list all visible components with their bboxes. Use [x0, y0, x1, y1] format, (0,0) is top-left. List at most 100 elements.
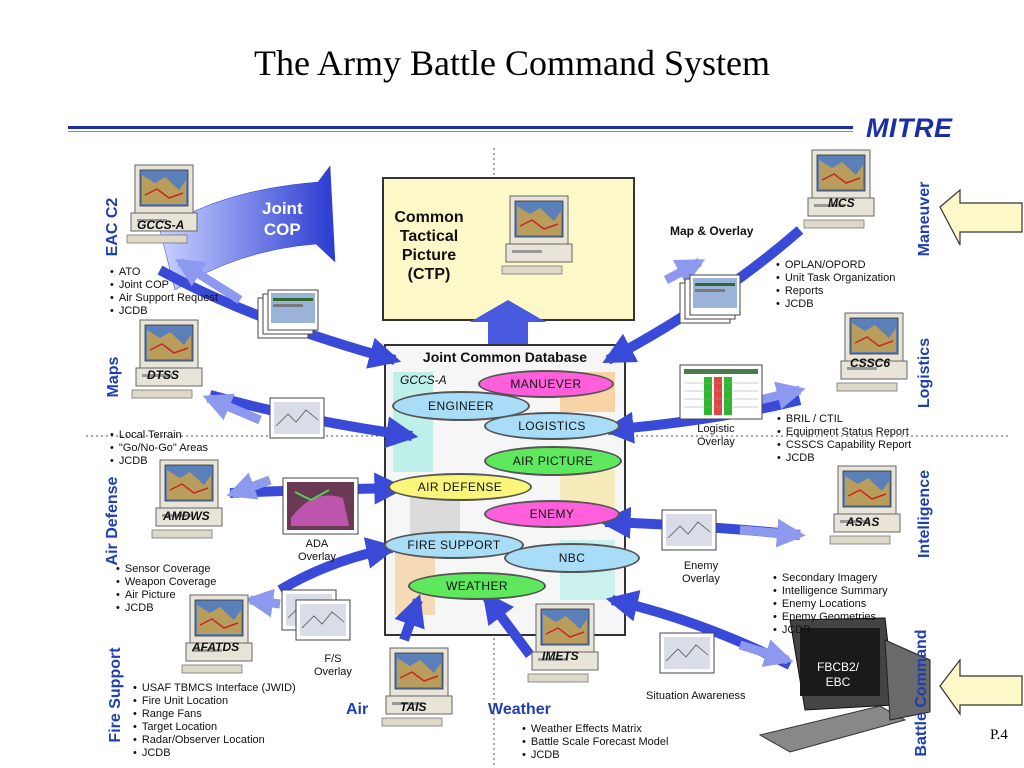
battle-command-label: Battle Command	[913, 629, 930, 757]
fire-support-label: Fire Support	[107, 647, 124, 743]
mitre-logo: MITRE	[866, 113, 953, 143]
list-item: OPLAN/OPORD	[776, 259, 895, 272]
list-item: "Go/No-Go" Areas	[110, 442, 208, 455]
list-item: CSSCS Capability Report	[777, 439, 911, 452]
list-item: JCDB	[133, 747, 296, 760]
tais-computer	[381, 647, 453, 727]
list-item: Range Fans	[133, 708, 296, 721]
list-item: Enemy Geometries	[773, 611, 888, 624]
jcdb-gccs-a-label: GCCS-A	[400, 373, 447, 387]
imets-computer	[527, 603, 599, 683]
fbcb2-laptop	[758, 617, 931, 753]
list-item: JCDB	[110, 455, 208, 468]
list-item: USAF TBMCS Interface (JWID)	[133, 682, 296, 695]
arrow-fs-jcdb	[277, 537, 399, 595]
eac-c2-label: EAC C2	[104, 197, 121, 257]
list-item: Enemy Locations	[773, 598, 888, 611]
list-item: Battle Scale Forecast Model	[522, 736, 669, 749]
list-item: Equipment Status Report	[777, 426, 911, 439]
joint-cop-line-2: COP	[263, 220, 301, 239]
maps-label: Maps	[105, 356, 122, 398]
list-item: Weather Effects Matrix	[522, 723, 668, 736]
ctp-line-2: Tactical	[399, 228, 459, 245]
mcs-name: MCS	[828, 196, 855, 210]
ctp-line-3: Picture	[401, 247, 457, 264]
situation-awareness-label: Situation Awareness	[646, 690, 746, 702]
ada-overlay-label: ADA Overlay	[298, 538, 336, 563]
ctp-label: Common Tactical Picture (CTP)	[388, 208, 470, 284]
dtss-computer	[131, 319, 203, 399]
logistics-list: BRIL / CTIL Equipment Status Report CSSC…	[777, 413, 911, 465]
list-item: JCDB	[773, 624, 888, 637]
weather-label: Weather	[488, 701, 551, 718]
header-rule	[68, 126, 853, 129]
list-item: ATO	[110, 266, 218, 279]
air-defense-list: Sensor Coverage Weapon Coverage Air Pict…	[116, 563, 217, 615]
intelligence-list: Secondary Imagery Intelligence Summary E…	[773, 572, 888, 637]
list-item: JCDB	[116, 602, 216, 615]
amdws-name: AMDWS	[163, 509, 210, 523]
jcdb-to-ctp-arrow	[470, 300, 546, 344]
list-item: Air Support Request	[110, 292, 218, 305]
ellipse-air-defense: AIR DEFENSE	[388, 473, 532, 501]
joint-cop-line-1: Joint	[262, 199, 303, 218]
list-item: Joint COP	[110, 279, 218, 292]
mcs-computer	[803, 149, 875, 229]
list-item: JCDB	[110, 305, 218, 318]
list-item: Air Picture	[116, 589, 216, 602]
arrow-air-jcdb	[394, 593, 425, 642]
ellipse-weather: WEATHER	[408, 572, 546, 600]
list-item: Secondary Imagery	[773, 572, 888, 585]
battle-command-yellow-arrow	[939, 658, 1023, 716]
imets-name: IMETS	[542, 649, 579, 663]
fs-overlay-label: F/S Overlay	[314, 653, 352, 678]
intelligence-label: Intelligence	[916, 469, 933, 559]
list-item: BRIL / CTIL	[777, 413, 911, 426]
fbcb2-name: FBCB2/ EBC	[816, 660, 863, 689]
ellipse-fire-support: FIRE SUPPORT	[384, 531, 524, 559]
gccs-a-name: GCCS-A	[137, 218, 185, 232]
map-overlay-label: Map & Overlay	[670, 224, 754, 238]
weather-list: Weather Effects Matrix Battle Scale Fore…	[522, 723, 669, 762]
eac-c2-list: ATO Joint COP Air Support Request JCDB	[110, 266, 218, 318]
list-item: Unit Task Organization	[776, 272, 895, 285]
list-item: Sensor Coverage	[116, 563, 216, 576]
dtss-name: DTSS	[147, 368, 180, 382]
logistic-overlay-label: Logistic Overlay	[697, 423, 735, 448]
jcdb-title: Joint Common Database	[422, 349, 588, 365]
list-item: Fire Unit Location	[133, 695, 296, 708]
ellipse-enemy: ENEMY	[484, 500, 620, 528]
header-rule-thin	[68, 131, 853, 132]
asas-computer	[829, 465, 901, 545]
ctp-line-1: Common	[394, 209, 464, 226]
tais-name: TAIS	[400, 700, 427, 714]
enemy-overlay-label: Enemy Overlay	[682, 560, 720, 585]
ellipse-air-picture: AIR PICTURE	[484, 446, 622, 476]
air-defense-label: Air Defense	[104, 476, 121, 566]
list-item: Local Terrain	[110, 429, 208, 442]
cssc6-computer	[836, 312, 908, 392]
list-item: JCDB	[777, 452, 911, 465]
amdws-computer	[151, 459, 223, 539]
asas-name: ASAS	[846, 515, 880, 529]
list-item: Target Location	[133, 721, 296, 734]
list-item: JCDB	[522, 749, 668, 762]
maneuver-list: OPLAN/OPORD Unit Task Organization Repor…	[776, 259, 895, 311]
page-number: P.4	[990, 727, 1008, 743]
fire-support-list: USAF TBMCS Interface (JWID) Fire Unit Lo…	[133, 682, 296, 760]
air-label: Air	[346, 701, 369, 718]
ctp-box	[382, 177, 635, 321]
list-item: JCDB	[776, 298, 895, 311]
ctp-computer	[501, 195, 573, 275]
list-item: Weapon Coverage	[116, 576, 217, 589]
list-item: Radar/Observer Location	[133, 734, 296, 747]
list-item: Intelligence Summary	[773, 585, 888, 598]
arrow-weather-jcdb	[481, 590, 535, 658]
cssc6-name: CSSC6	[850, 356, 891, 370]
ctp-line-4: (CTP)	[407, 266, 451, 283]
logistic-spreadsheet	[679, 364, 763, 420]
ada-overlay-doc	[282, 477, 359, 535]
logistics-label: Logistics	[916, 337, 933, 409]
afatds-name: AFATDS	[192, 640, 240, 654]
maneuver-yellow-arrow	[939, 188, 1023, 246]
